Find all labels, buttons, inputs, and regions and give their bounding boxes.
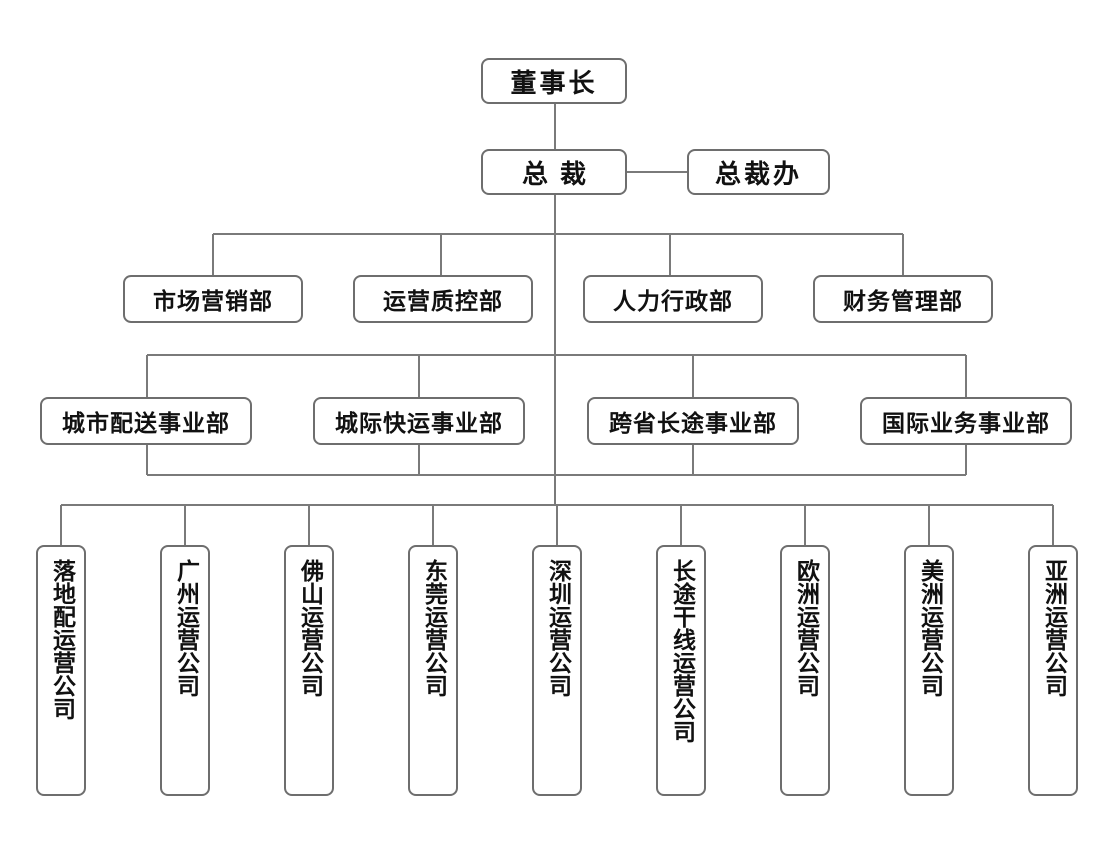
company-label: 亚洲运营公司 bbox=[1040, 559, 1067, 697]
business-unit-label: 城市配送事业部 bbox=[62, 411, 230, 437]
company-box: 广州运营公司 bbox=[160, 545, 210, 796]
business-unit-label: 城际快运事业部 bbox=[335, 411, 503, 437]
company-label: 欧洲运营公司 bbox=[792, 559, 819, 697]
chairman-box: 董事长 bbox=[481, 58, 627, 104]
ceo-box: 总裁 bbox=[481, 149, 627, 195]
department-label: 人力行政部 bbox=[613, 289, 733, 315]
company-label: 美洲运营公司 bbox=[916, 559, 943, 697]
department-label: 市场营销部 bbox=[153, 289, 273, 315]
business-unit-box: 国际业务事业部 bbox=[860, 397, 1072, 445]
ceo-label: 总裁 bbox=[521, 159, 598, 190]
business-unit-box: 跨省长途事业部 bbox=[587, 397, 799, 445]
company-label: 东莞运营公司 bbox=[420, 559, 447, 697]
company-box: 美洲运营公司 bbox=[904, 545, 954, 796]
department-box: 人力行政部 bbox=[583, 275, 763, 323]
company-label: 深圳运营公司 bbox=[544, 559, 571, 697]
ceo-office-label: 总裁办 bbox=[714, 159, 802, 190]
company-label: 佛山运营公司 bbox=[296, 559, 323, 697]
business-unit-label: 跨省长途事业部 bbox=[609, 411, 777, 437]
company-box: 深圳运营公司 bbox=[532, 545, 582, 796]
company-box: 亚洲运营公司 bbox=[1028, 545, 1078, 796]
business-unit-label: 国际业务事业部 bbox=[882, 411, 1050, 437]
department-label: 财务管理部 bbox=[843, 289, 963, 315]
department-box: 市场营销部 bbox=[123, 275, 303, 323]
business-unit-box: 城市配送事业部 bbox=[40, 397, 252, 445]
company-box: 长途干线运营公司 bbox=[656, 545, 706, 796]
company-label: 广州运营公司 bbox=[172, 559, 199, 697]
ceo-office-box: 总裁办 bbox=[687, 149, 830, 195]
company-box: 落地配运营公司 bbox=[36, 545, 86, 796]
company-box: 佛山运营公司 bbox=[284, 545, 334, 796]
company-label: 长途干线运营公司 bbox=[668, 559, 695, 743]
department-box: 财务管理部 bbox=[813, 275, 993, 323]
chairman-label: 董事长 bbox=[510, 68, 598, 99]
company-label: 落地配运营公司 bbox=[48, 559, 75, 720]
company-box: 欧洲运营公司 bbox=[780, 545, 830, 796]
business-unit-box: 城际快运事业部 bbox=[313, 397, 525, 445]
department-label: 运营质控部 bbox=[383, 289, 503, 315]
department-box: 运营质控部 bbox=[353, 275, 533, 323]
company-box: 东莞运营公司 bbox=[408, 545, 458, 796]
